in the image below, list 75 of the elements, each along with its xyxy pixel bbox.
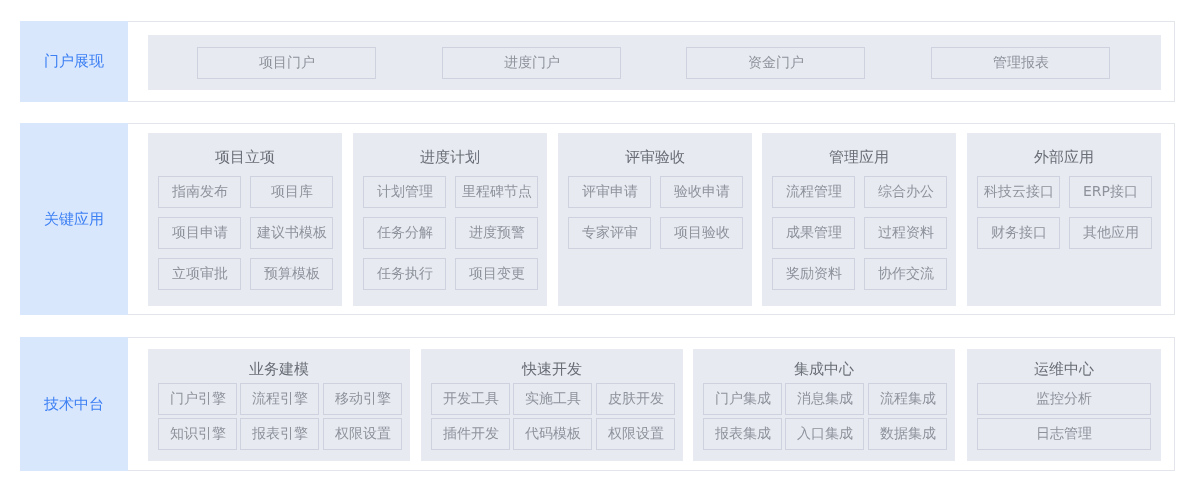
function-module: 资金门户	[686, 47, 865, 79]
module-group-panel	[558, 133, 752, 306]
function-module: 进度门户	[442, 47, 621, 79]
function-module: 门户集成	[703, 383, 782, 415]
function-module: 日志管理	[977, 418, 1151, 450]
group-title: 集成中心	[793, 359, 855, 379]
function-module: 管理报表	[931, 47, 1110, 79]
function-module: 计划管理	[363, 176, 446, 208]
module-group-panel	[967, 349, 1161, 461]
function-module: 项目库	[250, 176, 333, 208]
function-module: 立项审批	[158, 258, 241, 290]
group-title: 项目立项	[214, 147, 276, 167]
module-group-panel	[421, 349, 683, 461]
function-module: 知识引擎	[158, 418, 237, 450]
function-module: 项目门户	[197, 47, 376, 79]
function-module: 移动引擎	[323, 383, 402, 415]
function-module: 任务分解	[363, 217, 446, 249]
module-group-panel	[148, 133, 342, 306]
function-module: 皮肤开发	[596, 383, 675, 415]
function-module: 消息集成	[785, 383, 864, 415]
function-module: ERP接口	[1069, 176, 1152, 208]
layer-label: 门户展现	[20, 21, 128, 102]
group-title: 外部应用	[1033, 147, 1095, 167]
function-module: 里程碑节点	[455, 176, 538, 208]
function-module: 权限设置	[323, 418, 402, 450]
group-title: 进度计划	[419, 147, 481, 167]
function-module: 入口集成	[785, 418, 864, 450]
function-module: 插件开发	[431, 418, 510, 450]
function-module: 成果管理	[772, 217, 855, 249]
module-panel	[148, 35, 1161, 90]
function-module: 代码模板	[513, 418, 592, 450]
function-module: 其他应用	[1069, 217, 1152, 249]
function-module: 建议书模板	[250, 217, 333, 249]
module-group-panel	[762, 133, 956, 306]
function-module: 项目申请	[158, 217, 241, 249]
module-group-panel	[693, 349, 955, 461]
group-title: 运维中心	[1033, 359, 1095, 379]
group-title: 快速开发	[520, 359, 583, 379]
function-module: 项目变更	[455, 258, 538, 290]
function-module: 综合办公	[864, 176, 947, 208]
function-module: 预算模板	[250, 258, 333, 290]
function-module: 流程集成	[868, 383, 947, 415]
layer-label: 关键应用	[20, 123, 128, 315]
function-module: 报表集成	[703, 418, 782, 450]
function-module: 财务接口	[977, 217, 1060, 249]
function-module: 数据集成	[868, 418, 947, 450]
group-title: 业务建模	[248, 359, 310, 379]
function-module: 报表引擎	[240, 418, 319, 450]
function-module: 指南发布	[158, 176, 241, 208]
layer-panel	[20, 21, 1175, 102]
function-module: 监控分析	[977, 383, 1151, 415]
layer-label: 技术中台	[20, 337, 128, 471]
layer-panel	[20, 123, 1175, 315]
function-module: 任务执行	[363, 258, 446, 290]
function-module: 开发工具	[431, 383, 510, 415]
function-module: 项目验收	[660, 217, 743, 249]
module-group-panel	[148, 349, 410, 461]
function-module: 流程管理	[772, 176, 855, 208]
function-module: 专家评审	[568, 217, 651, 249]
function-module: 奖励资料	[772, 258, 855, 290]
module-group-panel	[353, 133, 547, 306]
function-module: 科技云接口	[977, 176, 1060, 208]
function-module: 评审申请	[568, 176, 651, 208]
function-module: 验收申请	[660, 176, 743, 208]
group-title: 评审验收	[624, 147, 686, 167]
function-module: 协作交流	[864, 258, 947, 290]
function-module: 权限设置	[596, 418, 675, 450]
group-title: 管理应用	[828, 147, 890, 167]
module-group-panel	[967, 133, 1161, 306]
function-module: 进度预警	[455, 217, 538, 249]
layer-panel	[20, 337, 1175, 471]
function-module: 门户引擎	[158, 383, 237, 415]
function-module: 过程资料	[864, 217, 947, 249]
function-module: 实施工具	[513, 383, 592, 415]
function-module: 流程引擎	[240, 383, 319, 415]
